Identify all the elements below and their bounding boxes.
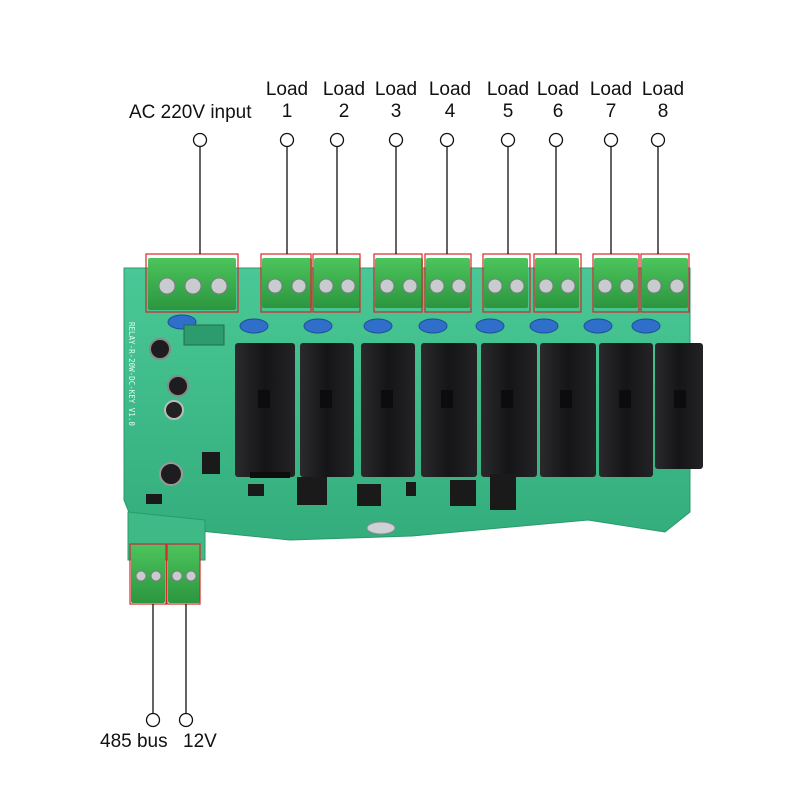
power-label: 12V (183, 731, 217, 752)
load-7-label: Load 7 (590, 79, 632, 123)
terminal-ac-input (148, 258, 236, 310)
load-3-label: Load 3 (375, 79, 417, 123)
callout-dot-12v (178, 712, 194, 728)
load-label-number: 4 (444, 101, 456, 122)
terminal-load-7 (594, 258, 638, 308)
load-1-label: Load 1 (266, 79, 308, 123)
load-label-word: Load (536, 79, 580, 100)
callout-dot-load-8 (650, 132, 666, 148)
relay-1 (235, 343, 295, 478)
load-label-word: Load (322, 79, 366, 100)
callout-dot-load-7 (603, 132, 619, 148)
callout-dot-ac (192, 132, 208, 148)
load-label-word: Load (374, 79, 418, 100)
ac-input-label: AC 220V input (129, 102, 252, 123)
load-label-word: Load (486, 79, 530, 100)
load-8-label: Load 8 (642, 79, 684, 123)
terminal-12v (168, 545, 200, 603)
ics (146, 452, 516, 510)
terminal-load-4 (426, 258, 470, 308)
terminal-485-bus (131, 545, 165, 603)
terminal-load-8 (642, 258, 688, 308)
load-label-number: 7 (605, 101, 617, 122)
load-label-number: 8 (657, 101, 669, 122)
load-label-number: 3 (390, 101, 402, 122)
callout-dot-485 (145, 712, 161, 728)
load-label-number: 5 (502, 101, 514, 122)
terminal-load-6 (535, 258, 579, 308)
terminal-load-5 (484, 258, 528, 308)
callout-dot-load-5 (500, 132, 516, 148)
load-label-word: Load (641, 79, 685, 100)
board-silkscreen: RELAY-R-20W-DC-KEY V1.0 (127, 322, 136, 426)
callout-lines (145, 132, 666, 728)
relay-4 (421, 343, 477, 477)
load-label-number: 1 (281, 101, 293, 122)
callout-dot-load-2 (329, 132, 345, 148)
relay-5 (481, 343, 537, 477)
load-2-label: Load 2 (323, 79, 365, 123)
load-4-label: Load 4 (429, 79, 471, 123)
callout-dot-load-6 (548, 132, 564, 148)
load-label-word: Load (589, 79, 633, 100)
load-label-number: 6 (552, 101, 564, 122)
relay-2 (300, 343, 354, 477)
load-6-label: Load 6 (537, 79, 579, 123)
terminal-load-3 (375, 258, 423, 308)
load-5-label: Load 5 (487, 79, 529, 123)
callout-dot-load-3 (388, 132, 404, 148)
callout-dot-load-4 (439, 132, 455, 148)
callout-dot-load-1 (279, 132, 295, 148)
relay-3 (361, 343, 415, 477)
load-label-number: 2 (338, 101, 350, 122)
bus-label: 485 bus (100, 731, 168, 752)
relay-6 (540, 343, 596, 477)
inductor (183, 324, 225, 346)
varistors (167, 314, 661, 334)
load-label-word: Load (428, 79, 472, 100)
terminal-load-1 (262, 258, 312, 308)
relay-7 (599, 343, 653, 477)
terminal-load-2 (314, 258, 360, 308)
relays (235, 343, 703, 478)
relay-8 (655, 343, 703, 469)
capacitors (149, 338, 189, 486)
highlight-boxes (129, 253, 690, 605)
load-label-word: Load (265, 79, 309, 100)
crystal (366, 521, 396, 535)
